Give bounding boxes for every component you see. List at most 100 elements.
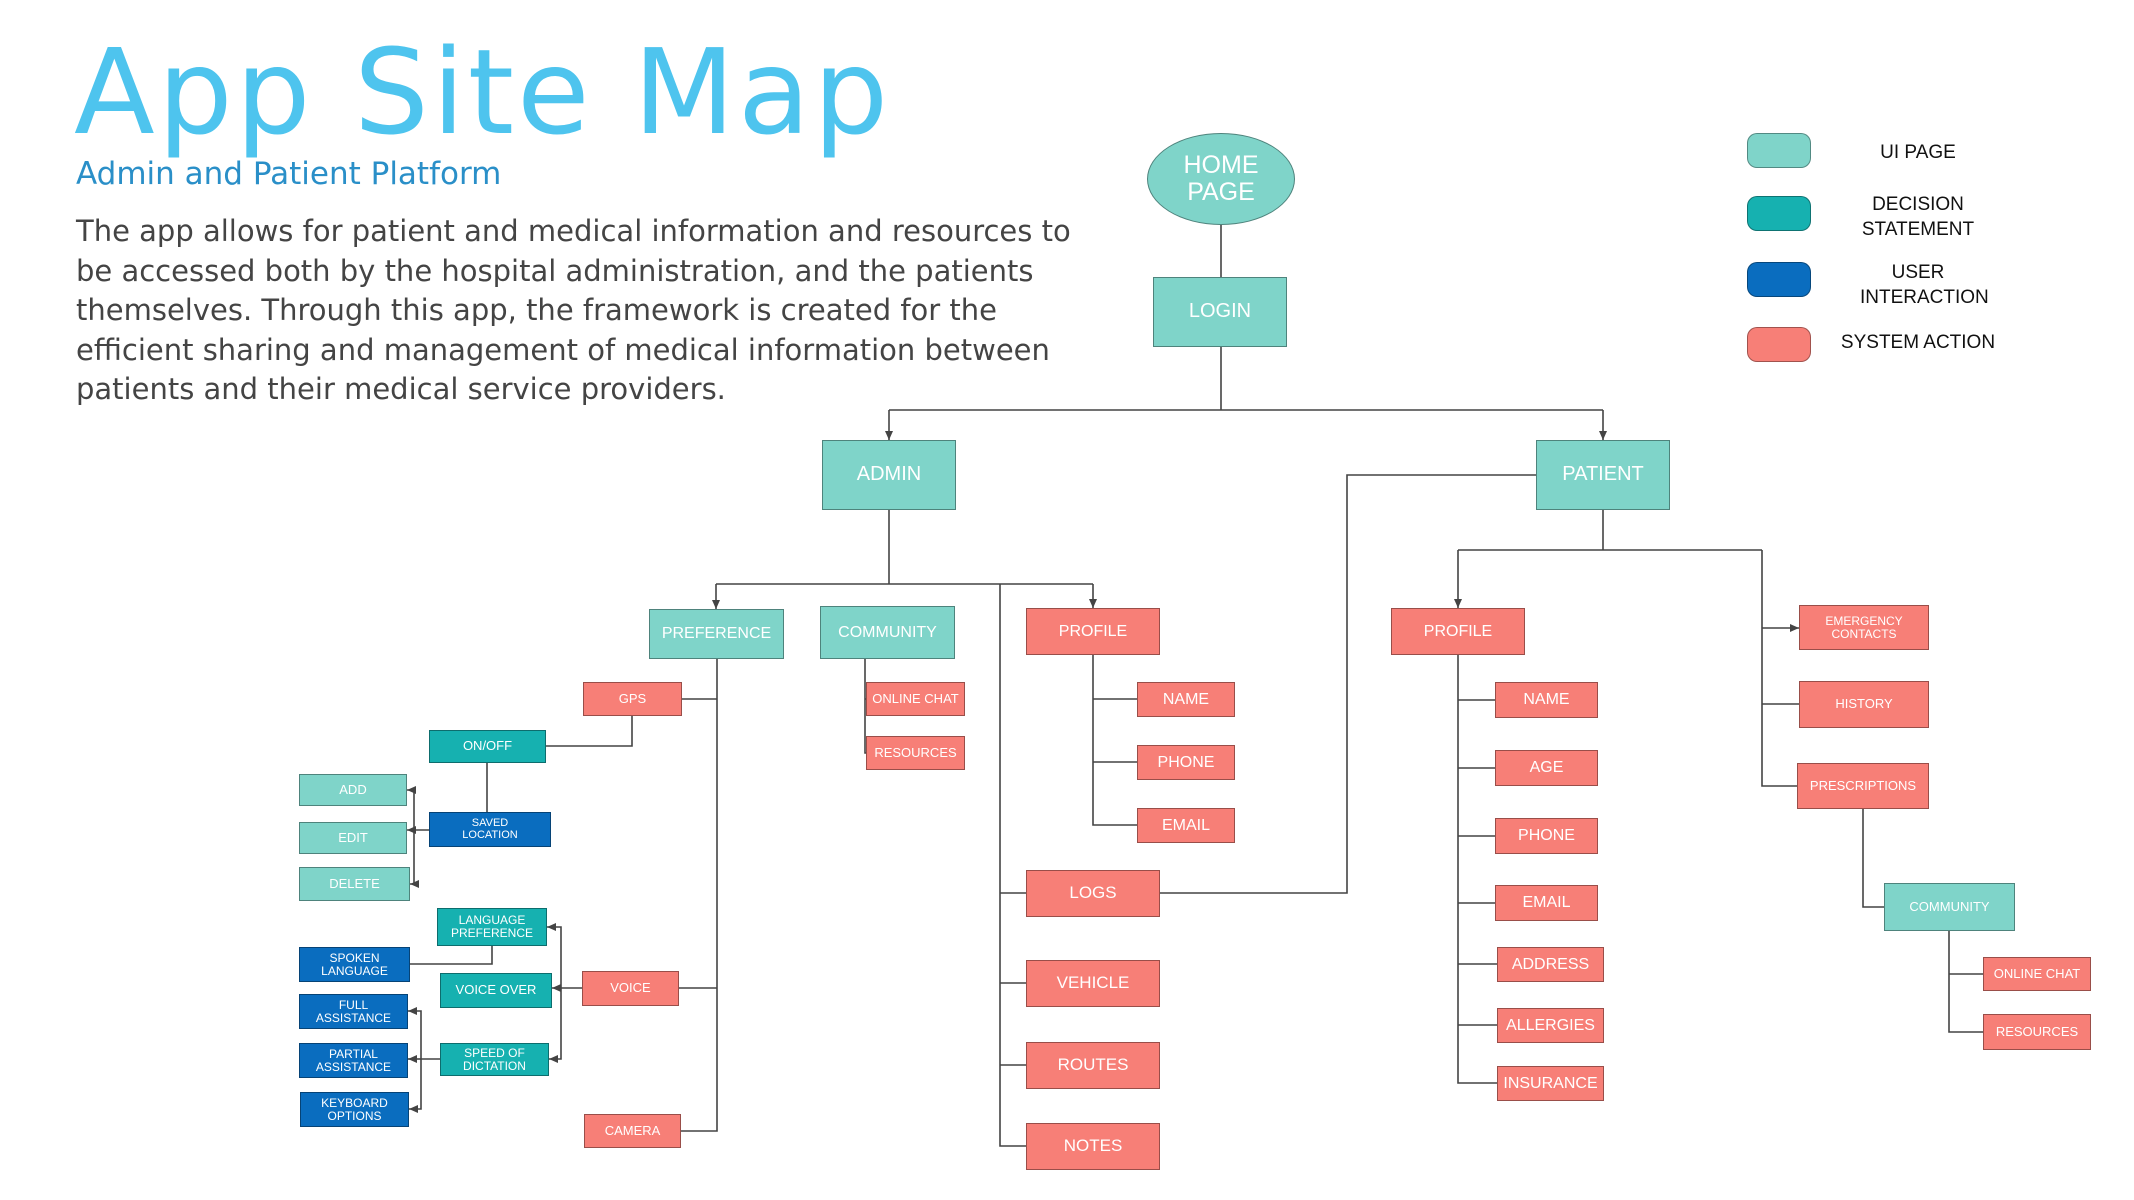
node-vehicle[interactable]: VEHICLE	[1026, 960, 1160, 1007]
node-camera[interactable]: CAMERA	[584, 1114, 681, 1148]
node-label: RESOURCES	[1995, 1023, 2079, 1039]
node-patient-profile[interactable]: PROFILE	[1391, 608, 1525, 655]
node-label: FULL ASSISTANCE	[315, 997, 392, 1025]
connector-line	[864, 659, 866, 754]
node-label: KEYBOARD OPTIONS	[321, 1095, 388, 1123]
node-label: PHONE	[1518, 827, 1575, 845]
node-gps[interactable]: GPS	[583, 682, 682, 716]
node-language-preference[interactable]: LANGUAGE PREFERENCE	[437, 908, 547, 946]
node-label: PROFILE	[1058, 622, 1128, 640]
node-label: ADDRESS	[1511, 955, 1590, 973]
node-spoken-language[interactable]: SPOKEN LANGUAGE	[299, 947, 410, 982]
node-community[interactable]: COMMUNITY	[820, 606, 955, 659]
node-admin-email[interactable]: EMAIL	[1137, 808, 1235, 843]
node-login[interactable]: LOGIN	[1153, 277, 1287, 347]
node-add[interactable]: ADD	[299, 774, 407, 806]
node-patient-resources[interactable]: RESOURCES	[1983, 1014, 2091, 1050]
node-allergies[interactable]: ALLERGIES	[1497, 1008, 1604, 1043]
connector-line	[681, 659, 718, 1132]
node-notes[interactable]: NOTES	[1026, 1123, 1160, 1170]
node-label: EDIT	[338, 829, 368, 845]
connector-line	[546, 716, 633, 747]
node-home-page[interactable]: HOME PAGE	[1147, 133, 1295, 225]
node-admin-resources[interactable]: RESOURCES	[866, 736, 965, 770]
node-label: VOICE	[610, 980, 651, 996]
node-label: PARTIAL ASSISTANCE	[315, 1046, 392, 1074]
node-admin-profile[interactable]: PROFILE	[1026, 608, 1160, 655]
node-patient-name[interactable]: NAME	[1495, 682, 1598, 718]
node-patient-phone[interactable]: PHONE	[1495, 818, 1598, 854]
node-speed-of-dictation[interactable]: SPEED OF DICTATION	[440, 1043, 549, 1076]
node-label: ADMIN	[856, 463, 922, 486]
node-patient-community[interactable]: COMMUNITY	[1884, 883, 2015, 931]
node-edit[interactable]: EDIT	[299, 822, 407, 854]
node-label: DELETE	[329, 875, 380, 891]
connector-line	[407, 786, 416, 830]
node-saved-location[interactable]: SAVED LOCATION	[429, 812, 551, 847]
node-logs[interactable]: LOGS	[1026, 870, 1160, 917]
node-label: VOICE OVER	[455, 982, 537, 998]
node-age[interactable]: AGE	[1495, 750, 1598, 786]
node-label: PHONE	[1157, 753, 1215, 771]
node-label: ADD	[339, 781, 367, 797]
node-voice[interactable]: VOICE	[582, 971, 679, 1006]
node-delete[interactable]: DELETE	[299, 867, 410, 901]
node-label: PATIENT	[1562, 463, 1644, 486]
connector-line	[1862, 809, 1884, 908]
node-voice-over[interactable]: VOICE OVER	[440, 973, 552, 1008]
node-full-assistance[interactable]: FULL ASSISTANCE	[299, 994, 408, 1029]
page-subtitle: Admin and Patient Platform	[76, 156, 502, 192]
node-label: NAME	[1523, 691, 1570, 709]
node-prescriptions[interactable]: PRESCRIPTIONS	[1797, 763, 1929, 809]
node-patient-email[interactable]: EMAIL	[1495, 885, 1598, 921]
connector-line	[1457, 655, 1497, 1084]
node-admin[interactable]: ADMIN	[822, 440, 956, 510]
node-patient-online-chat[interactable]: ONLINE CHAT	[1983, 957, 2091, 991]
node-label: ONLINE CHAT	[1993, 965, 2081, 981]
node-label: ONLINE CHAT	[872, 690, 959, 706]
node-address[interactable]: ADDRESS	[1497, 947, 1604, 982]
node-label: ON/OFF	[462, 738, 513, 754]
node-label: LOGIN	[1188, 300, 1252, 323]
connector-line	[409, 1059, 422, 1113]
node-label: SAVED LOCATION	[462, 816, 518, 841]
node-label: HISTORY	[1835, 696, 1893, 712]
node-label: NAME	[1162, 690, 1210, 708]
node-admin-name[interactable]: NAME	[1137, 682, 1235, 717]
node-label: NOTES	[1063, 1136, 1123, 1156]
node-label: PROFILE	[1423, 622, 1493, 640]
node-label: ALLERGIES	[1506, 1016, 1595, 1034]
node-on-off[interactable]: ON/OFF	[429, 730, 546, 763]
node-keyboard-options[interactable]: KEYBOARD OPTIONS	[300, 1092, 409, 1127]
node-admin-online-chat[interactable]: ONLINE CHAT	[866, 682, 965, 716]
node-admin-phone[interactable]: PHONE	[1137, 745, 1235, 780]
node-insurance[interactable]: INSURANCE	[1497, 1066, 1604, 1101]
node-history[interactable]: HISTORY	[1799, 681, 1929, 728]
connector-line	[549, 988, 562, 1063]
node-label: HOME PAGE	[1183, 151, 1259, 206]
node-label: EMERGENCY CONTACTS	[1825, 613, 1903, 641]
node-partial-assistance[interactable]: PARTIAL ASSISTANCE	[299, 1043, 408, 1078]
node-label: SPOKEN LANGUAGE	[321, 950, 388, 978]
node-routes[interactable]: ROUTES	[1026, 1042, 1160, 1089]
node-emergency-contacts[interactable]: EMERGENCY CONTACTS	[1799, 605, 1929, 650]
page-description: The app allows for patient and medical i…	[76, 214, 1071, 406]
node-label: VEHICLE	[1056, 973, 1130, 993]
node-label: AGE	[1529, 759, 1564, 777]
connector-line	[1761, 550, 1797, 787]
node-label: SPEED OF DICTATION	[463, 1045, 526, 1073]
connector-line	[410, 830, 419, 888]
node-label: CAMERA	[604, 1122, 661, 1138]
node-preference[interactable]: PREFERENCE	[649, 609, 784, 659]
connector-line	[547, 923, 562, 988]
node-label: PRESCRIPTIONS	[1809, 777, 1917, 793]
node-patient[interactable]: PATIENT	[1536, 440, 1670, 510]
connector-line	[408, 1007, 440, 1060]
connector-line	[999, 584, 1026, 1147]
connector-line	[1092, 655, 1137, 826]
node-label: RESOURCES	[874, 744, 957, 760]
node-label: EMAIL	[1522, 894, 1571, 912]
node-label: COMMUNITY	[838, 623, 937, 641]
